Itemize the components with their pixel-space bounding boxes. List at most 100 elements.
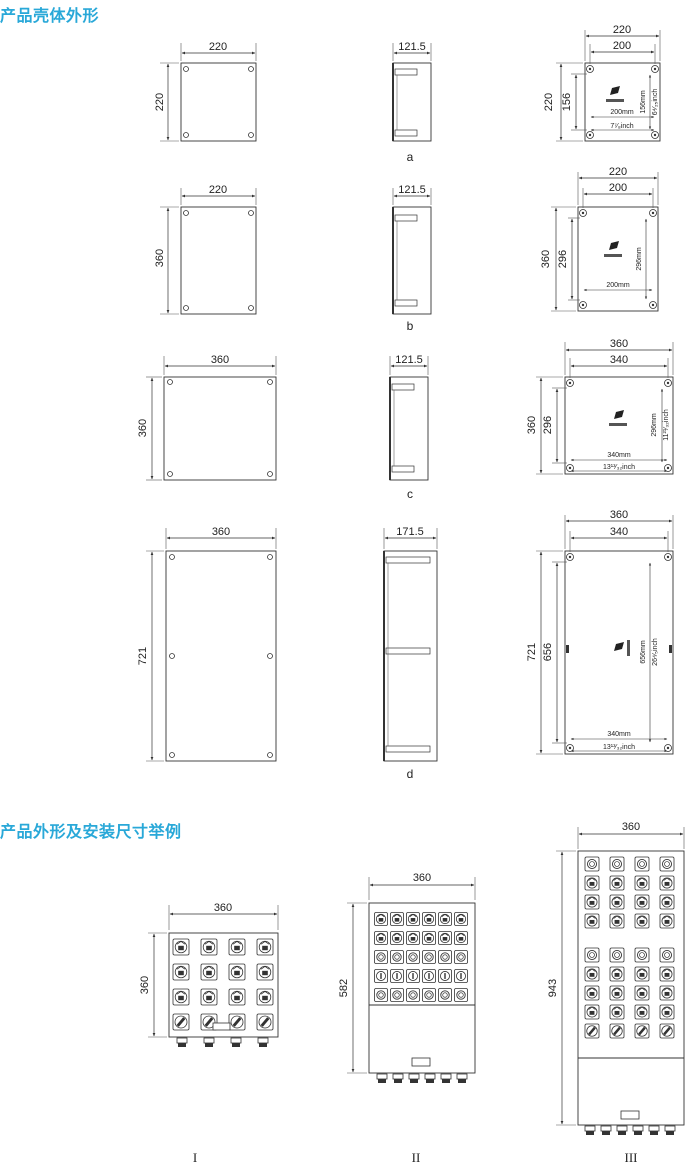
breaker-icon — [634, 1004, 650, 1020]
dim-side-depth-c: 121.5 — [395, 354, 423, 366]
view-label-d: d — [407, 767, 414, 781]
example-i-label: I — [193, 1150, 197, 1165]
dim-front-height-b: 360 — [154, 249, 166, 267]
breaker-icon — [634, 894, 650, 910]
dim-back-inner-width-b: 200 — [609, 182, 627, 194]
lamp-icon — [609, 856, 625, 872]
dim-back-inner-width-d: 340 — [610, 526, 628, 538]
breaker-icon — [422, 912, 436, 926]
example-iii-width: 360 — [622, 821, 640, 833]
breaker-icon — [454, 912, 468, 926]
breaker-icon — [200, 963, 218, 981]
breaker-icon — [659, 875, 675, 891]
hole-height-inch-d: 26⁴⁄₅inch — [652, 638, 659, 666]
lamp-icon — [634, 856, 650, 872]
breaker-icon — [228, 938, 246, 956]
view-label-a: a — [407, 150, 414, 164]
breaker-icon — [634, 966, 650, 982]
breaker-icon — [584, 1004, 600, 1020]
hole-width-mm-a: 200mm — [610, 109, 634, 116]
cable-gland-icon — [600, 1125, 612, 1135]
breaker-icon — [609, 913, 625, 929]
breaker-icon — [584, 875, 600, 891]
row-d: 360 721 171.5 d — [137, 509, 674, 781]
breaker-icon — [634, 913, 650, 929]
hole-height-inch-c: 11²¹⁄₃₂inch — [663, 409, 670, 441]
dim-back-outer-height-b: 360 — [540, 250, 552, 268]
example-ii: 360 582 II — [338, 872, 476, 1165]
cable-gland-icon — [440, 1073, 452, 1083]
breaker-icon — [256, 963, 274, 981]
hole-height-mm-c: 296mm — [651, 413, 658, 437]
button-icon — [454, 969, 468, 983]
example-i-width: 360 — [214, 902, 232, 914]
dim-side-depth-b: 121.5 — [398, 184, 426, 196]
breaker-icon — [374, 912, 388, 926]
example-ii-cable-glands — [376, 1073, 468, 1083]
dim-back-outer-width-d: 360 — [610, 509, 628, 521]
example-ii-height: 582 — [338, 979, 350, 997]
hole-width-mm-b: 200mm — [606, 282, 630, 289]
dim-back-outer-height-c: 360 — [526, 416, 538, 434]
breaker-icon — [659, 913, 675, 929]
dim-side-depth-d: 171.5 — [396, 526, 424, 538]
breaker-icon — [256, 938, 274, 956]
lamp-icon — [390, 988, 404, 1002]
cable-gland-icon — [664, 1125, 676, 1135]
example-ii-label: II — [412, 1150, 421, 1165]
breaker-icon — [454, 931, 468, 945]
cable-gland-icon — [648, 1125, 660, 1135]
lamp-icon — [406, 988, 420, 1002]
breaker-icon — [200, 938, 218, 956]
cable-gland-icon — [203, 1037, 215, 1047]
lamp-icon — [659, 856, 675, 872]
cable-gland-icon — [456, 1073, 468, 1083]
rotary-icon — [228, 1013, 246, 1031]
row-c: 360 360 121.5 c — [137, 338, 674, 501]
row-a: 220 220 121.5 a — [154, 24, 661, 164]
lamp-icon — [438, 950, 452, 964]
lamp-icon — [634, 947, 650, 963]
back-view-c: 360 340 360 296 340mm 13¹³⁄₃₂inch 296mm … — [526, 338, 674, 475]
hole-width-mm-d: 340mm — [607, 731, 631, 738]
example-ii-width: 360 — [413, 872, 431, 884]
dim-back-inner-height-c: 296 — [542, 416, 554, 434]
dim-back-inner-width-a: 200 — [613, 40, 631, 52]
breaker-icon — [609, 1004, 625, 1020]
breaker-icon — [172, 938, 190, 956]
cable-gland-icon — [616, 1125, 628, 1135]
lamp-icon — [422, 988, 436, 1002]
dim-front-width-b: 220 — [209, 184, 227, 196]
lamp-icon — [374, 950, 388, 964]
side-view-b: 121.5 b — [392, 184, 432, 333]
breaker-icon — [438, 931, 452, 945]
breaker-icon — [438, 912, 452, 926]
lamp-icon — [390, 950, 404, 964]
view-label-c: c — [407, 487, 413, 501]
example-i-switch-grid — [172, 938, 274, 1031]
dim-back-outer-width-b: 220 — [609, 166, 627, 178]
front-view-c: 360 360 — [137, 354, 277, 481]
example-ii-switch-grid — [374, 912, 468, 1002]
lamp-icon — [584, 856, 600, 872]
cable-gland-icon — [424, 1073, 436, 1083]
dim-back-inner-height-b: 296 — [557, 250, 569, 268]
breaker-icon — [584, 894, 600, 910]
lamp-icon — [438, 988, 452, 1002]
breaker-icon — [256, 988, 274, 1006]
breaker-icon — [390, 931, 404, 945]
cable-gland-icon — [230, 1037, 242, 1047]
examples-heading: 产品外形及安装尺寸举例 — [0, 822, 182, 841]
rotary-icon — [659, 1023, 675, 1039]
lamp-icon — [454, 988, 468, 1002]
breaker-icon — [659, 985, 675, 1001]
cable-gland-icon — [584, 1125, 596, 1135]
dim-front-width-a: 220 — [209, 41, 227, 53]
breaker-icon — [172, 988, 190, 1006]
back-view-b: 220 200 360 296 200mm 296mm — [540, 166, 659, 312]
lamp-icon — [406, 950, 420, 964]
lamp-icon — [422, 950, 436, 964]
example-iii: 360 943 III — [547, 821, 685, 1165]
breaker-icon — [609, 985, 625, 1001]
hole-height-mm-a: 156mm — [640, 90, 647, 114]
